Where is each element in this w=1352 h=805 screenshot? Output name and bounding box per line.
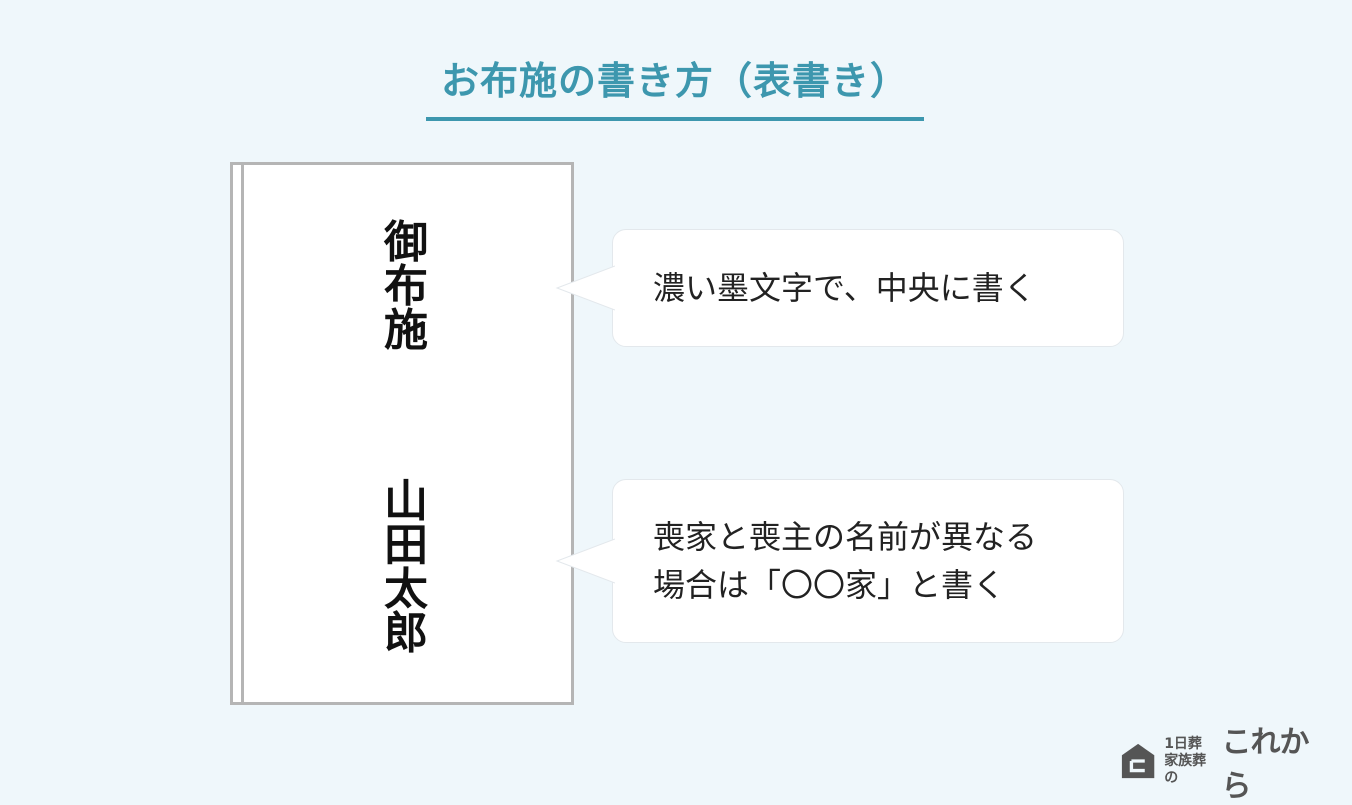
heading-char: 施 (384, 305, 428, 356)
envelope-heading: 御 布 施 (381, 221, 431, 353)
heading-char: 布 (384, 261, 428, 312)
callout-text: 喪家と喪主の名前が異なる 場合は「〇〇家」と書く (653, 518, 1038, 604)
name-char: 郎 (384, 608, 428, 659)
callout-text: 濃い墨文字で、中央に書く (653, 269, 1036, 307)
logo-brand: これから (1221, 725, 1310, 804)
page-title: お布施の書き方（表書き） (440, 59, 909, 103)
name-char: 太 (384, 564, 428, 615)
callout-name-note: 喪家と喪主の名前が異なる 場合は「〇〇家」と書く (555, 479, 1124, 643)
envelope: 御 布 施 山 田 太 郎 (230, 162, 574, 705)
logo-line2: 家族葬の (1164, 752, 1207, 786)
brand-logo: 1日葬 家族葬の これから (1120, 725, 1332, 804)
logo-small-text: 1日葬 家族葬の (1164, 736, 1217, 787)
heading-char: 御 (384, 217, 428, 268)
callout-pointer (555, 265, 615, 311)
house-icon (1121, 743, 1155, 779)
name-char: 田 (384, 520, 428, 571)
envelope-fold-line (241, 165, 244, 702)
envelope-name: 山 田 太 郎 (381, 480, 431, 656)
name-char: 山 (384, 476, 428, 527)
callout-pointer (555, 538, 615, 584)
title-underline (426, 117, 924, 121)
callout-heading-note: 濃い墨文字で、中央に書く (555, 229, 1124, 347)
logo-line1: 1日葬 (1164, 735, 1202, 752)
